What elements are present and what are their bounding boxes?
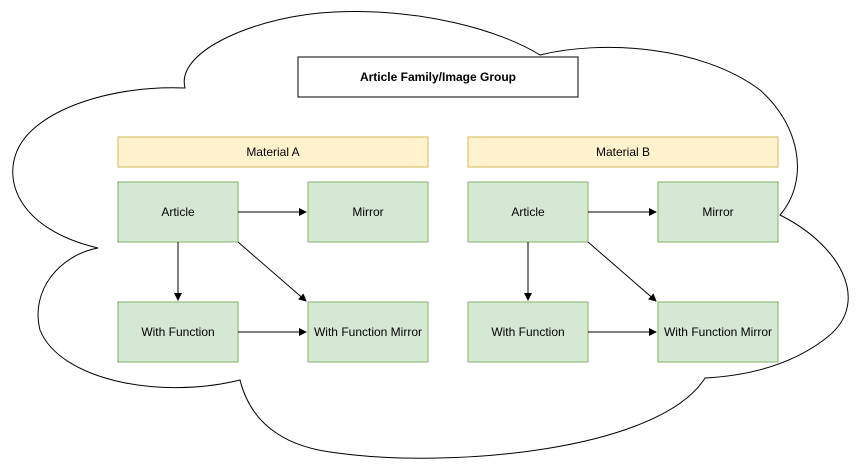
article-a-node[interactable]: [117, 181, 239, 243]
with-function-mirror-a-node[interactable]: [307, 301, 429, 363]
edge-article-a-to-with-function-mirror-a: [237, 241, 307, 302]
mirror-b-label: Mirror: [702, 205, 733, 219]
with-function-a-node[interactable]: [117, 301, 239, 363]
material-a-box[interactable]: [117, 136, 429, 168]
material-b-label: Material B: [596, 145, 650, 159]
with-function-mirror-a-label: With Function Mirror: [314, 325, 422, 339]
material-a-label: Material A: [246, 145, 299, 159]
article-a-label: Article: [161, 205, 195, 219]
with-function-mirror-b-label: With Function Mirror: [664, 325, 772, 339]
with-function-b-node[interactable]: [467, 301, 589, 363]
mirror-a-label: Mirror: [352, 205, 383, 219]
title-label: Article Family/Image Group: [360, 70, 516, 84]
with-function-a-label: With Function: [141, 325, 214, 339]
mirror-b-node[interactable]: [657, 181, 779, 243]
with-function-b-label: With Function: [491, 325, 564, 339]
edge-article-b-to-with-function-mirror-b: [587, 241, 657, 302]
article-b-node[interactable]: [467, 181, 589, 243]
material-b-box[interactable]: [467, 136, 779, 168]
title-box[interactable]: [297, 56, 579, 98]
with-function-mirror-b-node[interactable]: [657, 301, 779, 363]
article-b-label: Article: [511, 205, 545, 219]
mirror-a-node[interactable]: [307, 181, 429, 243]
